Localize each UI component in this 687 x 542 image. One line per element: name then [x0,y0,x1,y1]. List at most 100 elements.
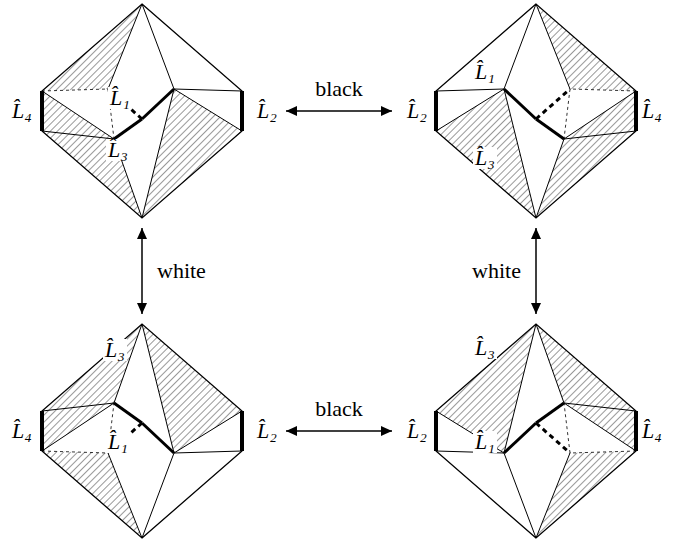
arrow-head [137,228,147,239]
arrow-head [531,303,541,314]
edge-label-symbol: L̂₂ [255,420,279,442]
polyhedron-edge [536,139,564,218]
polyhedron-drawing [4,320,280,542]
edge-label-symbol: L̂₁ [473,61,497,83]
polyhedron-edge [536,4,570,89]
bold-center-edge [114,403,142,423]
bold-center-edge [536,119,564,139]
polyhedron-edge [536,324,564,403]
polyhedron-edge [536,453,570,538]
polyhedron-drawing [398,320,674,542]
polyhedron-edge [504,453,536,538]
edge-label-symbol: L̂₂ [405,420,429,442]
polyhedron-outline [436,324,636,538]
hatched-face [142,89,242,218]
polyhedron-edge [504,4,536,89]
arrow-head [286,426,297,436]
hidden-edge [42,89,108,91]
hidden-edge [564,89,570,139]
edge-label-symbol: L̂₁ [473,431,497,453]
polyhedron-edge [42,403,114,451]
polyhedron-edge [42,403,114,411]
polyhedron-edge [174,411,242,453]
polyhedron-edge [436,411,504,453]
polyhedron-edge [174,89,242,91]
polyhedron-edge [564,91,636,139]
hidden-edge [570,451,636,453]
polyhedron-outline [42,4,242,218]
bold-center-edge [114,119,142,139]
polyhedron-figure: L̂₃ L̂₂ L̂₄ L̂₁ [398,320,674,542]
hatched-face [142,324,242,453]
polyhedron-edge [564,131,636,139]
bold-hidden-edge [536,423,570,453]
polyhedron-outline [436,4,636,218]
polyhedron-figure: L̂₁ L̂₂ L̂₄ L̂₃ [398,0,674,222]
bold-center-edge [142,423,174,453]
arrow-shaft [535,228,537,314]
arrow-head [137,303,147,314]
hatched-face [436,324,536,453]
bold-center-edge [504,423,536,453]
polyhedron-edge [108,4,142,89]
polyhedron-edge [42,91,114,139]
transition-arrow [531,228,541,314]
transition-arrow [137,228,147,314]
bold-side-edge [634,411,638,451]
polyhedron-edge [174,451,242,453]
polyhedron-edge [504,324,536,453]
polyhedron-edge [114,324,142,403]
bold-center-edge [142,89,174,119]
polyhedron-figure: L̂₃L̂₄L̂₂L̂₁ [4,320,280,542]
polyhedron-edge [142,4,174,89]
edge-label-symbol: L̂₄ [640,420,664,442]
bold-center-edge [504,89,536,119]
edge-label-symbol: L̂₄ [10,100,34,122]
arrow-head [381,426,392,436]
polyhedron-edge [108,453,142,538]
transition-label: white [154,259,209,283]
edge-label-symbol: L̂₄ [10,420,34,442]
bold-side-edge [434,91,438,131]
bold-side-edge [40,91,44,131]
bold-side-edge [40,411,44,451]
arrow-shaft [286,430,392,432]
hatched-face [42,403,114,451]
polyhedron-edge [174,89,242,131]
polyhedron-edge [436,89,504,91]
transition-label: black [312,397,366,421]
edge-label-symbol: L̂₁ [108,87,132,109]
edge-label-symbol: L̂₂ [255,100,279,122]
polyhedron-drawing [398,0,674,222]
bold-side-edge [240,411,244,451]
polyhedron-edge [142,453,174,538]
polyhedron-edge [142,324,174,453]
bold-hidden-edge [536,89,570,119]
arrow-head [286,106,297,116]
arrow-head [381,106,392,116]
polyhedron-outline [42,324,242,538]
transition-arrow [286,426,392,436]
transition-label: white [469,259,524,283]
bold-side-edge [434,411,438,451]
edge-label-symbol: L̂₃ [473,147,497,169]
bold-side-edge [240,91,244,131]
polyhedron-edge [564,403,636,451]
polyhedron-edge [436,89,504,131]
edge-label-symbol: L̂₂ [405,100,429,122]
bold-center-edge [536,403,564,423]
polyhedron-edge [42,131,114,139]
hatched-face [436,89,536,218]
hidden-edge [42,451,108,453]
polyhedron-edge [504,89,536,218]
polyhedron-edge [142,89,174,218]
hidden-edge [570,89,636,91]
hidden-edge [564,403,570,453]
bold-side-edge [634,91,638,131]
edge-label-symbol: L̂₁ [106,431,130,453]
edge-label-symbol: L̂₃ [473,337,497,359]
polyhedron-edge [564,403,636,411]
edge-label-symbol: L̂₃ [106,139,130,161]
hatched-face [564,91,636,139]
edge-label-symbol: L̂₄ [640,100,664,122]
